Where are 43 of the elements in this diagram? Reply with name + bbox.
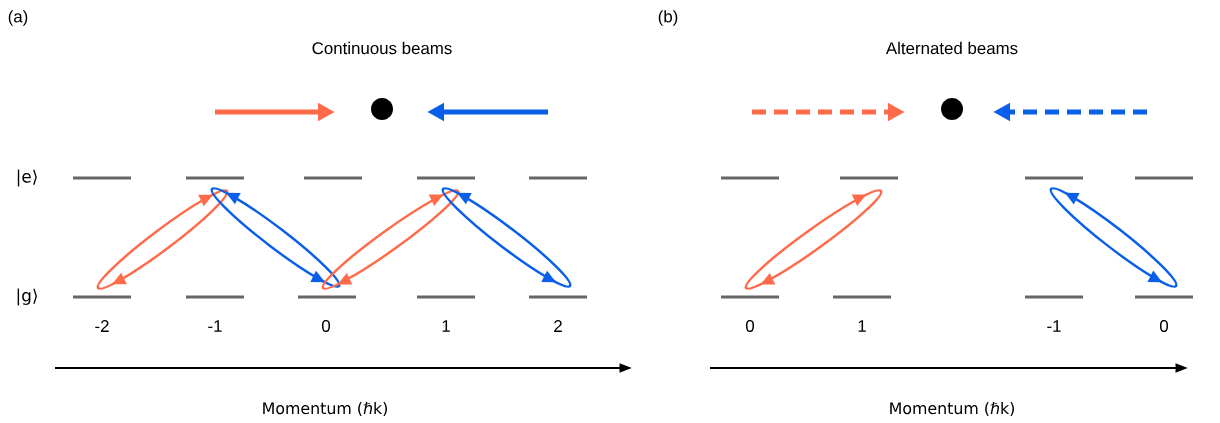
- momentum-number: 0: [322, 320, 330, 332]
- double-arrow-loop: [744, 189, 883, 290]
- energy-level: [840, 176, 898, 180]
- double-arrow-loop: [96, 189, 229, 290]
- energy-level: [721, 295, 779, 299]
- panel-label: (b): [658, 10, 678, 26]
- energy-level: [417, 176, 475, 180]
- energy-level: [1025, 295, 1083, 299]
- energy-level: [1135, 295, 1193, 299]
- momentum-number: 0: [1160, 320, 1169, 332]
- energy-level: [186, 295, 244, 299]
- title: Alternated beams: [885, 41, 1018, 55]
- energy-level: [833, 295, 891, 299]
- energy-level: [721, 176, 779, 180]
- energy-level: [186, 176, 244, 180]
- momentum-number: 2: [554, 320, 562, 332]
- momentum-number: 0: [746, 320, 755, 332]
- energy-level: [529, 176, 587, 180]
- momentum-number: 1: [442, 320, 450, 332]
- energy-level: [529, 295, 587, 299]
- energy-level: [298, 295, 356, 299]
- axis-label: Momentum (ℏk): [263, 401, 387, 417]
- energy-level: [73, 295, 131, 299]
- atom-dot: [941, 98, 963, 120]
- double-arrow-loop: [321, 189, 460, 290]
- energy-level: [1135, 176, 1193, 180]
- energy-level: [304, 176, 362, 180]
- double-arrow-loop: [210, 187, 341, 288]
- momentum-number: -2: [95, 320, 109, 332]
- double-arrow-loop: [1049, 187, 1178, 288]
- double-arrow-loop: [441, 187, 572, 288]
- atom-dot: [371, 98, 393, 120]
- energy-level: [417, 295, 475, 299]
- panel-label: (a): [8, 10, 28, 26]
- momentum-number: -1: [208, 320, 222, 332]
- axis-label: Momentum (ℏk): [890, 401, 1014, 417]
- state-label: |e⟩: [17, 169, 37, 187]
- title: Continuous beams: [312, 41, 452, 55]
- energy-level: [73, 176, 131, 180]
- momentum-number: -1: [1047, 320, 1061, 332]
- momentum-number: 1: [858, 320, 866, 332]
- state-label: |g⟩: [17, 288, 37, 306]
- energy-level: [1025, 176, 1083, 180]
